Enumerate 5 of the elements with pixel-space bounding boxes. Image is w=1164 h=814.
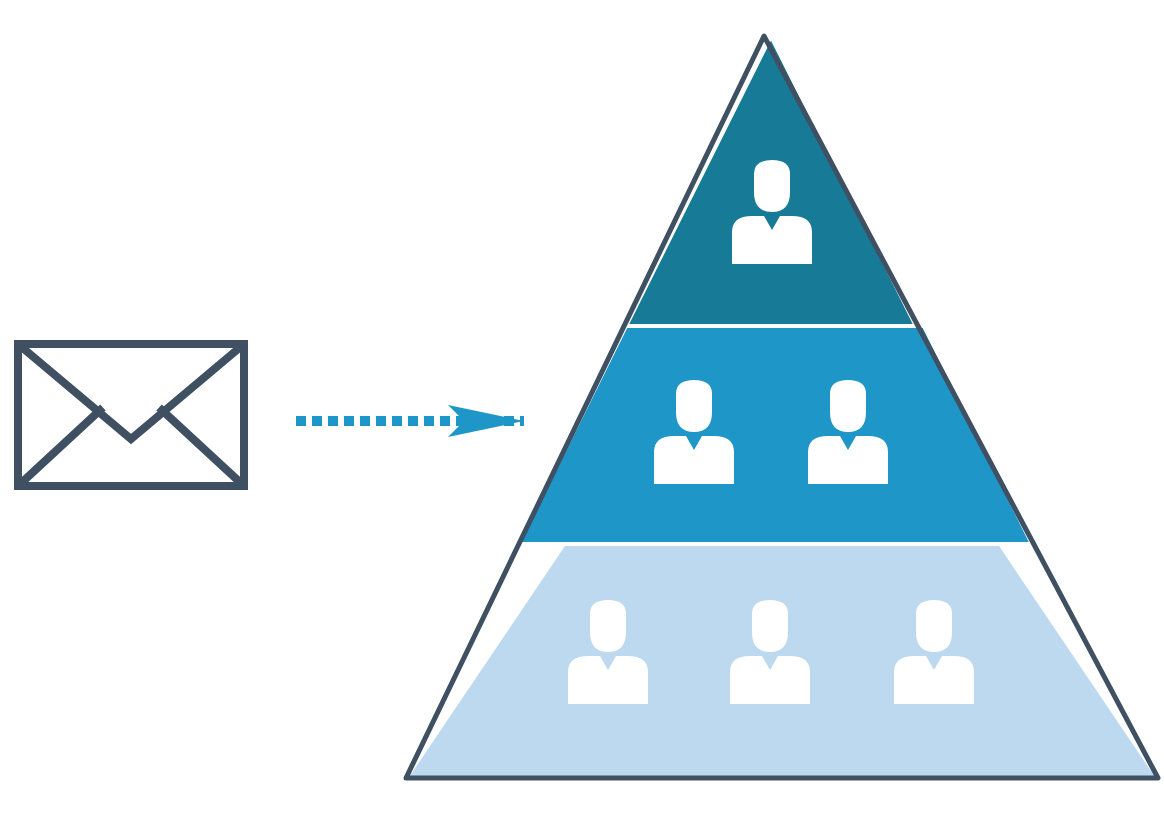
envelope-icon (14, 340, 248, 490)
pyramid-top-tier (626, 36, 916, 326)
pyramid-tier (406, 544, 1158, 778)
pyramid-tier (518, 326, 1032, 544)
dotted-arrow (296, 405, 524, 437)
